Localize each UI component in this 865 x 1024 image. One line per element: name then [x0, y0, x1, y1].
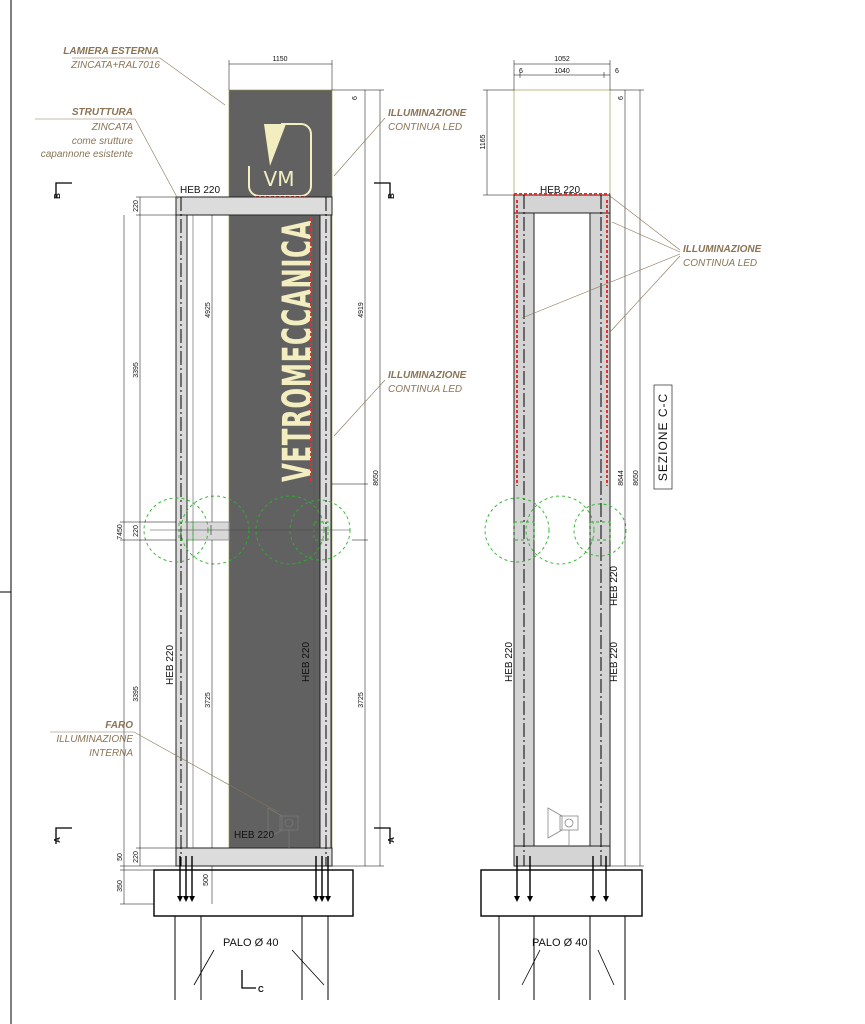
dim-220-mid: 220	[133, 525, 140, 537]
vm-logo: VM	[247, 122, 312, 197]
sign-panel	[228, 89, 333, 867]
dim-3395-lower: 3395	[133, 686, 140, 702]
sign-outline	[513, 89, 611, 196]
dim-r-width-total: 1052	[554, 56, 570, 63]
dim-top-offset: 6	[352, 96, 359, 100]
svg-text:CONTINUA LED: CONTINUA LED	[683, 258, 757, 269]
logo-text: VM	[264, 167, 295, 191]
dim-r-1165: 1165	[480, 134, 487, 149]
heb-top-right: HEB 220	[540, 185, 580, 196]
heb-col-left-a: HEB 220	[165, 645, 176, 685]
svg-text:INTERNA: INTERNA	[89, 748, 133, 759]
foundation-right	[480, 869, 643, 917]
section-mark-a-right	[374, 827, 391, 844]
section-a-left-label: A	[53, 837, 62, 843]
svg-text:FARO: FARO	[105, 720, 133, 731]
section-title: SEZIONE C-C	[656, 393, 670, 481]
section-title-box	[653, 384, 673, 490]
dim-50: 50	[117, 853, 124, 861]
dim-r-width-inner: 1040	[554, 68, 570, 75]
note-illum-mid: ILLUMINAZIONE CONTINUA LED	[333, 370, 467, 437]
anchor-bolts-left	[179, 856, 329, 900]
note-illum-top: ILLUMINAZIONE CONTINUA LED	[333, 108, 467, 177]
left-elevation: VM VETROMECCANICA	[35, 46, 467, 1000]
dim-r-side-left: 6	[519, 68, 523, 75]
dim-7450: 7450	[117, 524, 124, 540]
dim-r-8650: 8650	[633, 470, 640, 486]
heb-col-right-c: HEB 220	[609, 642, 620, 682]
svg-text:CONTINUA LED: CONTINUA LED	[388, 122, 462, 133]
heb-bottom-left: HEB 220	[234, 830, 274, 841]
svg-text:ZINCATA: ZINCATA	[91, 122, 134, 133]
note-faro: FARO ILLUMINAZIONE INTERNA	[50, 720, 279, 813]
section-mark-b-right	[374, 182, 391, 198]
lamp-fixture-icon	[267, 807, 299, 848]
dim-r-8644: 8644	[618, 470, 625, 486]
section-c-label: C	[258, 985, 264, 994]
section-b-right-label: B	[387, 193, 396, 199]
heb-col-right-a: HEB 220	[504, 642, 515, 682]
brand-text: VETROMECCANICA	[275, 220, 321, 482]
note-lamiera: LAMIERA ESTERNA ZINCATA+RAL7016	[63, 46, 226, 106]
svg-text:ILLUMINAZIONE: ILLUMINAZIONE	[683, 244, 762, 255]
svg-text:LAMIERA ESTERNA: LAMIERA ESTERNA	[63, 46, 159, 57]
anchor-bolts-right	[516, 856, 607, 900]
light-clouds-right	[484, 495, 627, 565]
note-struttura: STRUTTURA ZINCATA come srutture capannon…	[35, 107, 179, 200]
svg-text:ILLUMINAZIONE: ILLUMINAZIONE	[388, 370, 467, 381]
section-a-right-label: A	[387, 837, 396, 843]
note-illum-right: ILLUMINAZIONE CONTINUA LED	[521, 195, 762, 333]
pile-label-right: PALO Ø 40	[532, 937, 587, 949]
dim-4925: 4925	[205, 302, 212, 318]
section-mark-c	[241, 970, 256, 989]
svg-text:STRUTTURA: STRUTTURA	[72, 107, 133, 118]
dim-r-side-right: 6	[615, 68, 619, 75]
dim-3725-right: 3725	[358, 692, 365, 708]
dim-500: 500	[203, 874, 210, 886]
foundation-left	[153, 869, 354, 917]
svg-text:CONTINUA LED: CONTINUA LED	[388, 384, 462, 395]
dim-width-top: 1150	[272, 56, 287, 63]
dim-3395-upper: 3395	[133, 362, 140, 378]
heb-col-left-b: HEB 220	[301, 642, 312, 682]
dim-350: 350	[117, 880, 124, 892]
pile-label-left: PALO Ø 40	[223, 937, 278, 949]
dim-r-top-offset: 6	[618, 96, 625, 100]
heb-col-right-b: HEB 220	[609, 566, 620, 606]
dim-8650-left: 8650	[373, 470, 380, 486]
lamp-fixture-right-icon	[547, 807, 579, 846]
dim-220-top: 220	[133, 200, 140, 212]
dim-3725-inner: 3725	[205, 692, 212, 708]
heb-top-left: HEB 220	[180, 185, 220, 196]
section-mark-a-left	[55, 827, 72, 844]
svg-text:ZINCATA+RAL7016: ZINCATA+RAL7016	[70, 60, 160, 71]
dim-4919: 4919	[358, 302, 365, 318]
svg-text:ILLUMINAZIONE: ILLUMINAZIONE	[388, 108, 467, 119]
section-b-left-label: B	[53, 193, 62, 199]
svg-text:capannone esistente: capannone esistente	[41, 149, 134, 160]
dim-220-bot: 220	[133, 851, 140, 863]
svg-text:ILLUMINAZIONE: ILLUMINAZIONE	[56, 734, 133, 745]
right-section: 1052 6 1040 6 6 1165 8644 8650 HEB 220 H…	[480, 56, 762, 1000]
section-mark-b-left	[55, 182, 72, 198]
svg-text:come srutture: come srutture	[72, 136, 134, 147]
